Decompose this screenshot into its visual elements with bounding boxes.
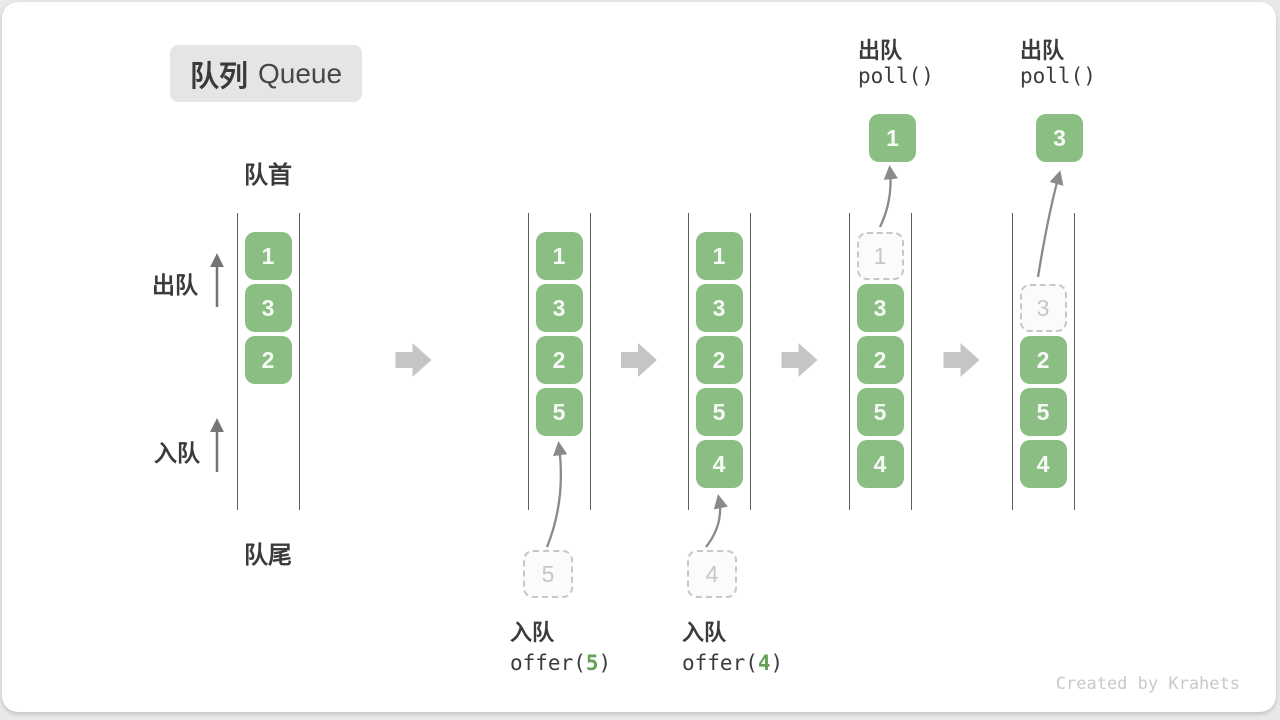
queue-cell: 5 [695, 388, 743, 436]
queue-cell: 4 [1019, 440, 1067, 488]
dequeue-op-label: 出队 [1020, 38, 1065, 63]
enqueue-op-code: offer(4) [682, 651, 783, 675]
op-code-prefix: offer( [682, 651, 758, 675]
title-chinese: 队列 [189, 60, 248, 93]
queue-rear-label: 队尾 [244, 542, 292, 569]
queue-wall-right [299, 213, 301, 510]
queue-cell: 2 [856, 336, 904, 384]
queue-wall-left [528, 213, 530, 510]
next-step-arrow-icon [621, 343, 657, 377]
transfer-arrow-icon [705, 494, 728, 548]
queue-cell: 5 [535, 388, 583, 436]
op-code-suffix: ) [598, 651, 612, 675]
transfer-arrow-icon [1036, 170, 1064, 278]
queue-cell-ghost: 3 [1019, 284, 1067, 332]
queue-cell: 1 [535, 232, 583, 280]
next-step-arrow-icon [943, 343, 980, 377]
popped-value-box: 3 [1036, 114, 1083, 162]
queue-wall-right [750, 213, 752, 510]
queue-cell: 5 [1019, 388, 1067, 436]
title-box: 队列 Queue [170, 45, 362, 102]
queue-wall-left [688, 213, 690, 510]
queue-cell: 2 [695, 336, 743, 384]
op-code-arg: 5 [585, 651, 599, 675]
transfer-arrow-icon [545, 441, 568, 548]
queue-wall-right [590, 213, 592, 510]
op-code-arg: 4 [757, 651, 771, 675]
queue-cell: 3 [856, 284, 904, 332]
op-code-prefix: offer( [510, 651, 586, 675]
title-english: Queue [257, 57, 343, 89]
dequeue-side-label: 出队 [152, 272, 198, 298]
watermark: Created by Krahets [1055, 674, 1240, 694]
queue-cell: 2 [244, 336, 292, 384]
queue-wall-right [1074, 213, 1076, 510]
queue-cell: 2 [535, 336, 583, 384]
queue-cell: 4 [856, 440, 904, 488]
enqueue-op-label: 入队 [510, 620, 555, 645]
queue-cell: 5 [856, 388, 904, 436]
pending-value-box: 4 [687, 550, 737, 598]
enqueue-op-code: offer(5) [510, 651, 611, 675]
pending-value-box: 5 [523, 550, 573, 598]
queue-wall-left [849, 213, 851, 510]
dequeue-op-code: poll() [1020, 64, 1096, 88]
queue-cell: 3 [535, 284, 583, 332]
transfer-arrow-icon [878, 165, 899, 228]
next-step-arrow-icon [781, 343, 818, 377]
next-step-arrow-icon [395, 343, 432, 377]
queue-cell: 3 [244, 284, 292, 332]
queue-cell: 1 [244, 232, 292, 280]
queue-cell: 1 [695, 232, 743, 280]
dequeue-op-label: 出队 [858, 38, 903, 63]
queue-cell: 3 [695, 284, 743, 332]
queue-wall-right [911, 213, 913, 510]
dequeue-op-code: poll() [858, 64, 934, 88]
enqueue-op-label: 入队 [682, 620, 727, 645]
popped-value-box: 1 [869, 114, 916, 162]
op-code-suffix: ) [770, 651, 784, 675]
queue-front-label: 队首 [244, 162, 292, 189]
queue-cell-ghost: 1 [856, 232, 904, 280]
queue-cell: 4 [695, 440, 743, 488]
queue-cell: 2 [1019, 336, 1067, 384]
queue-wall-left [237, 213, 239, 510]
enqueue-side-label: 入队 [154, 440, 200, 466]
queue-wall-left [1012, 213, 1014, 510]
